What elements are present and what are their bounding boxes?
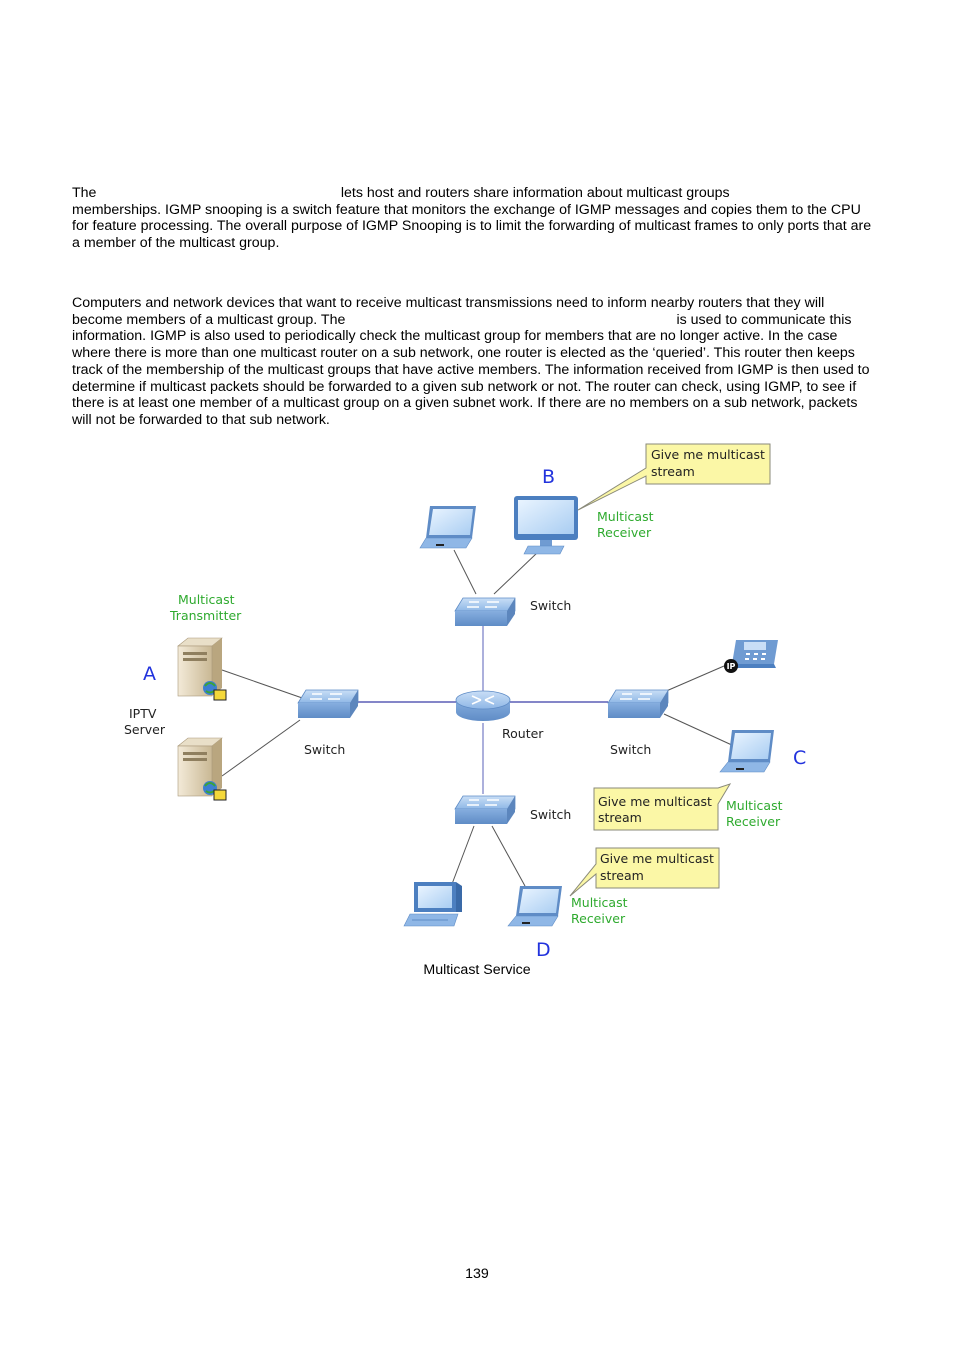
iptv-label-line1: IPTV (129, 706, 157, 721)
callout-c-line2: stream (598, 810, 642, 825)
figure-caption: Multicast Service (423, 962, 531, 978)
ip-phone-icon: IP (724, 640, 778, 673)
receiver-b-label-line1: Multicast (597, 509, 654, 524)
transmitter-label-line1: Multicast (178, 592, 235, 607)
callout-b-line1: Give me multicast (651, 447, 765, 462)
receiver-d-label-line1: Multicast (571, 895, 628, 910)
multicast-network-diagram: IP Give me multicast stream Give me mult… (124, 443, 806, 958)
link-desktop-switch (451, 825, 475, 885)
transmitter-label-line2: Transmitter (169, 608, 242, 623)
server-icon (177, 737, 227, 801)
text-line: Computers and network devices that want … (72, 295, 825, 311)
switch-right-icon (607, 689, 669, 718)
paragraph-igmp-membership: Computers and network devices that want … (72, 295, 884, 429)
link-monitor-switch (493, 551, 539, 595)
callout-c-line1: Give me multicast (598, 794, 712, 809)
receiver-c-label-line2: Receiver (726, 814, 781, 829)
server-icon (177, 637, 227, 701)
callout-d: Give me multicast stream (569, 847, 720, 897)
receiver-b-label-line2: Receiver (597, 525, 652, 540)
text-line: become members of a multicast group. The… (72, 311, 852, 328)
switch-left-icon (297, 689, 359, 718)
callout-b-line2: stream (651, 464, 695, 479)
text-line: The lets host and routers share informat… (72, 185, 730, 201)
receiver-c-label-line1: Multicast (726, 798, 783, 813)
callout-c: Give me multicast stream (593, 783, 732, 831)
text-line: a member of the multicast group. (72, 235, 280, 252)
iptv-label-line2: Server (124, 722, 166, 737)
text-line: there is at least one member of a multic… (72, 395, 858, 412)
receiver-d-label-line2: Receiver (571, 911, 626, 926)
link-phone-switch (663, 665, 725, 693)
link-laptop-top-switch (453, 549, 477, 595)
ip-badge: IP (727, 662, 736, 671)
link-server2-switch (221, 719, 301, 777)
callout-b: Give me multicast stream (577, 443, 771, 511)
switch-bottom-label: Switch (530, 807, 571, 822)
switch-top-label: Switch (530, 598, 571, 613)
router-label: Router (502, 726, 544, 741)
paragraph-igmp-intro: The lets host and routers share informat… (72, 185, 884, 252)
text-line: memberships. IGMP snooping is a switch f… (72, 201, 861, 218)
text-line: for feature processing. The overall purp… (72, 218, 872, 235)
switch-left-label: Switch (304, 742, 345, 757)
label-letter-a: A (143, 663, 156, 685)
monitor-icon (514, 496, 578, 555)
link-laptop-c-switch (663, 713, 735, 747)
desktop-computer-icon (403, 882, 462, 927)
page-number: 139 (465, 1266, 489, 1282)
text-line: track of the membership of the multicast… (72, 361, 870, 378)
text-line: determine if multicast packets should be… (72, 378, 857, 395)
connection-lines (221, 549, 735, 887)
laptop-icon (507, 886, 562, 927)
label-letter-b: B (542, 466, 555, 488)
text-line: information. IGMP is also used to period… (72, 328, 838, 345)
text-line: will not be forwarded to that sub networ… (72, 411, 330, 428)
text-line: where there is more than one multicast r… (72, 345, 855, 362)
switch-right-label: Switch (610, 742, 651, 757)
switch-top-icon (454, 597, 516, 626)
callout-d-line1: Give me multicast (600, 851, 714, 866)
link-laptop-d-switch (491, 825, 526, 887)
label-letter-c: C (793, 747, 806, 769)
label-letter-d: D (536, 939, 551, 958)
laptop-icon (419, 506, 476, 549)
laptop-icon (719, 730, 774, 773)
link-server1-switch (221, 669, 309, 701)
switch-bottom-icon (454, 795, 516, 824)
router-icon (455, 690, 511, 721)
callout-d-line2: stream (600, 868, 644, 883)
